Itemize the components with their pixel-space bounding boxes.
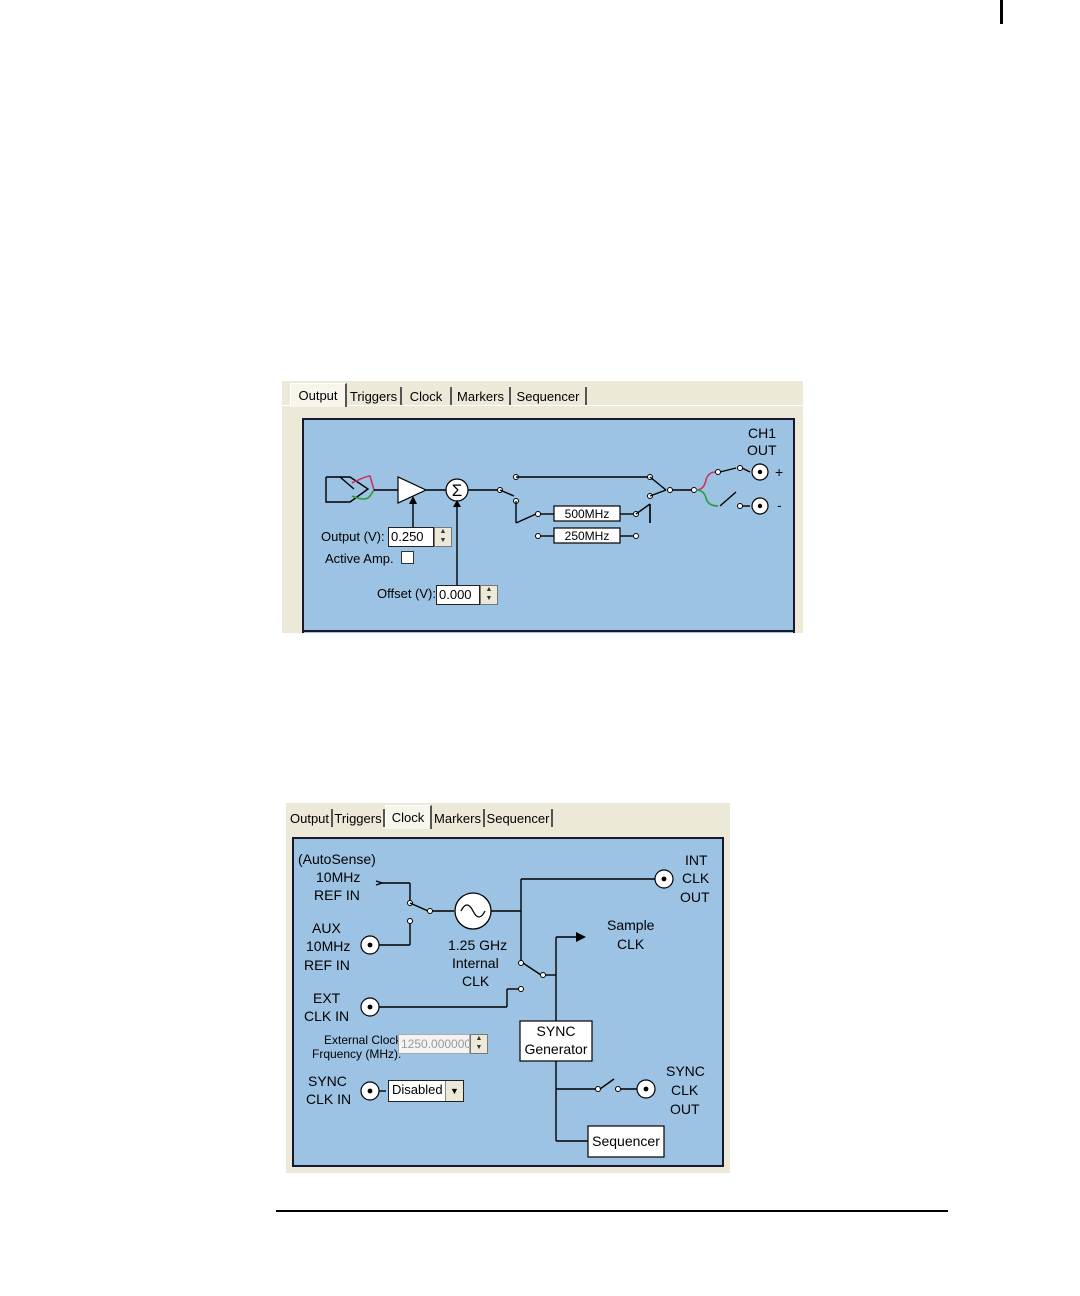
plus-label: + xyxy=(775,464,783,480)
dac-icon xyxy=(325,476,370,503)
footer-rule xyxy=(276,1210,948,1212)
sync-clk-in-label-2: CLK IN xyxy=(306,1091,351,1107)
int-clk-out-label-1: INT xyxy=(685,852,708,868)
offset-voltage-stepper[interactable]: ▲▼ xyxy=(480,585,498,605)
tab-markers[interactable]: Markers xyxy=(432,809,485,827)
tab-triggers[interactable]: Triggers xyxy=(347,387,402,405)
sync-clk-in-select-value: Disabled xyxy=(392,1082,443,1097)
sequencer-box-label: Sequencer xyxy=(592,1133,660,1149)
ext-freq-label-2: Frquency (MHz): xyxy=(312,1047,401,1061)
amplifier-icon xyxy=(397,476,428,504)
tab-underline xyxy=(347,405,803,406)
tab-clock[interactable]: Clock xyxy=(385,805,432,829)
chevron-down-icon[interactable]: ▼ xyxy=(445,1081,463,1101)
output-signal-diagram: Σ 500MHz 250MHz xyxy=(302,418,795,633)
sync-clk-out-label-1: SYNC xyxy=(666,1063,705,1079)
aux-label-3: REF IN xyxy=(304,957,350,973)
sync-clk-out-label-2: CLK xyxy=(671,1082,699,1098)
output-tab-panel: Output Triggers Clock Markers Sequencer … xyxy=(282,381,803,633)
output-diagram-svg: Σ 500MHz 250MHz xyxy=(321,425,783,601)
tab-sequencer[interactable]: Sequencer xyxy=(511,387,587,405)
sample-clk-arrow-icon xyxy=(576,932,586,942)
active-amp-label: Active Amp. xyxy=(325,551,394,566)
tab-output[interactable]: Output xyxy=(288,809,333,827)
tab-output[interactable]: Output xyxy=(290,383,347,407)
sync-clk-out-label-3: OUT xyxy=(670,1101,700,1117)
negative-wire xyxy=(351,489,375,500)
internal-clk-label-3: CLK xyxy=(462,973,490,989)
tab-underline xyxy=(282,405,290,406)
clock-tab-panel: Output Triggers Clock Markers Sequencer … xyxy=(286,803,730,1173)
tab-clock[interactable]: Clock xyxy=(402,387,452,405)
tab-markers[interactable]: Markers xyxy=(452,387,511,405)
clock-diagram-svg: (AutoSense) 10MHz REF IN AUX 10MHz REF I… xyxy=(298,851,710,1158)
autosense-label: (AutoSense) xyxy=(298,851,376,867)
tab-sequencer[interactable]: Sequencer xyxy=(485,809,553,827)
active-amp-checkbox[interactable] xyxy=(401,551,414,564)
minus-label: - xyxy=(777,497,782,513)
ch1-label: CH1 xyxy=(748,425,776,441)
page-edge-rule xyxy=(1000,0,1003,24)
ext-clk-label-2: CLK IN xyxy=(304,1008,349,1024)
output-voltage-label: Output (V): xyxy=(321,529,385,544)
filter-500-label: 500MHz xyxy=(565,507,610,521)
sync-gen-label-2: Generator xyxy=(524,1041,587,1057)
sync-clk-in-label-1: SYNC xyxy=(308,1073,347,1089)
internal-clk-label-1: 1.25 GHz xyxy=(448,937,507,953)
clock-signal-diagram: (AutoSense) 10MHz REF IN AUX 10MHz REF I… xyxy=(292,837,724,1167)
sync-clk-in-select[interactable]: Disabled ▼ xyxy=(388,1080,464,1102)
diagram-lower-divider xyxy=(304,630,793,632)
ext-clock-frequency-stepper[interactable]: ▲▼ xyxy=(470,1034,488,1054)
sync-generator-box xyxy=(519,1020,593,1062)
offset-voltage-label: Offset (V): xyxy=(377,586,436,601)
clock-panel-tabbar: Output Triggers Clock Markers Sequencer xyxy=(286,803,730,829)
ext-freq-label-1: External Clock xyxy=(324,1033,402,1047)
sync-gen-label-1: SYNC xyxy=(537,1023,576,1039)
sample-clk-label-1: Sample xyxy=(607,917,655,933)
tab-triggers[interactable]: Triggers xyxy=(333,809,385,827)
internal-clk-label-2: Internal xyxy=(452,955,499,971)
ref-in-label-1: 10MHz xyxy=(316,869,360,885)
ext-clk-label-1: EXT xyxy=(313,990,341,1006)
int-clk-out-label-3: OUT xyxy=(680,889,710,905)
ref-in-label-2: REF IN xyxy=(314,887,360,903)
output-voltage-input[interactable]: 0.250 xyxy=(388,527,434,547)
int-clk-out-label-2: CLK xyxy=(682,870,710,886)
filter-250-label: 250MHz xyxy=(565,529,610,543)
aux-label-1: AUX xyxy=(312,920,341,936)
output-voltage-stepper[interactable]: ▲▼ xyxy=(434,527,452,547)
sequencer-box xyxy=(587,1125,665,1158)
sample-clk-label-2: CLK xyxy=(617,936,645,952)
offset-voltage-input[interactable]: 0.000 xyxy=(436,585,480,605)
aux-label-2: 10MHz xyxy=(306,938,350,954)
sigma-symbol: Σ xyxy=(452,481,463,500)
ch1-out-label: OUT xyxy=(747,442,777,458)
positive-wire xyxy=(351,475,375,491)
ext-clock-frequency-input[interactable]: 1250.000000 xyxy=(398,1034,471,1054)
output-panel-tabbar: Output Triggers Clock Markers Sequencer xyxy=(282,381,803,407)
